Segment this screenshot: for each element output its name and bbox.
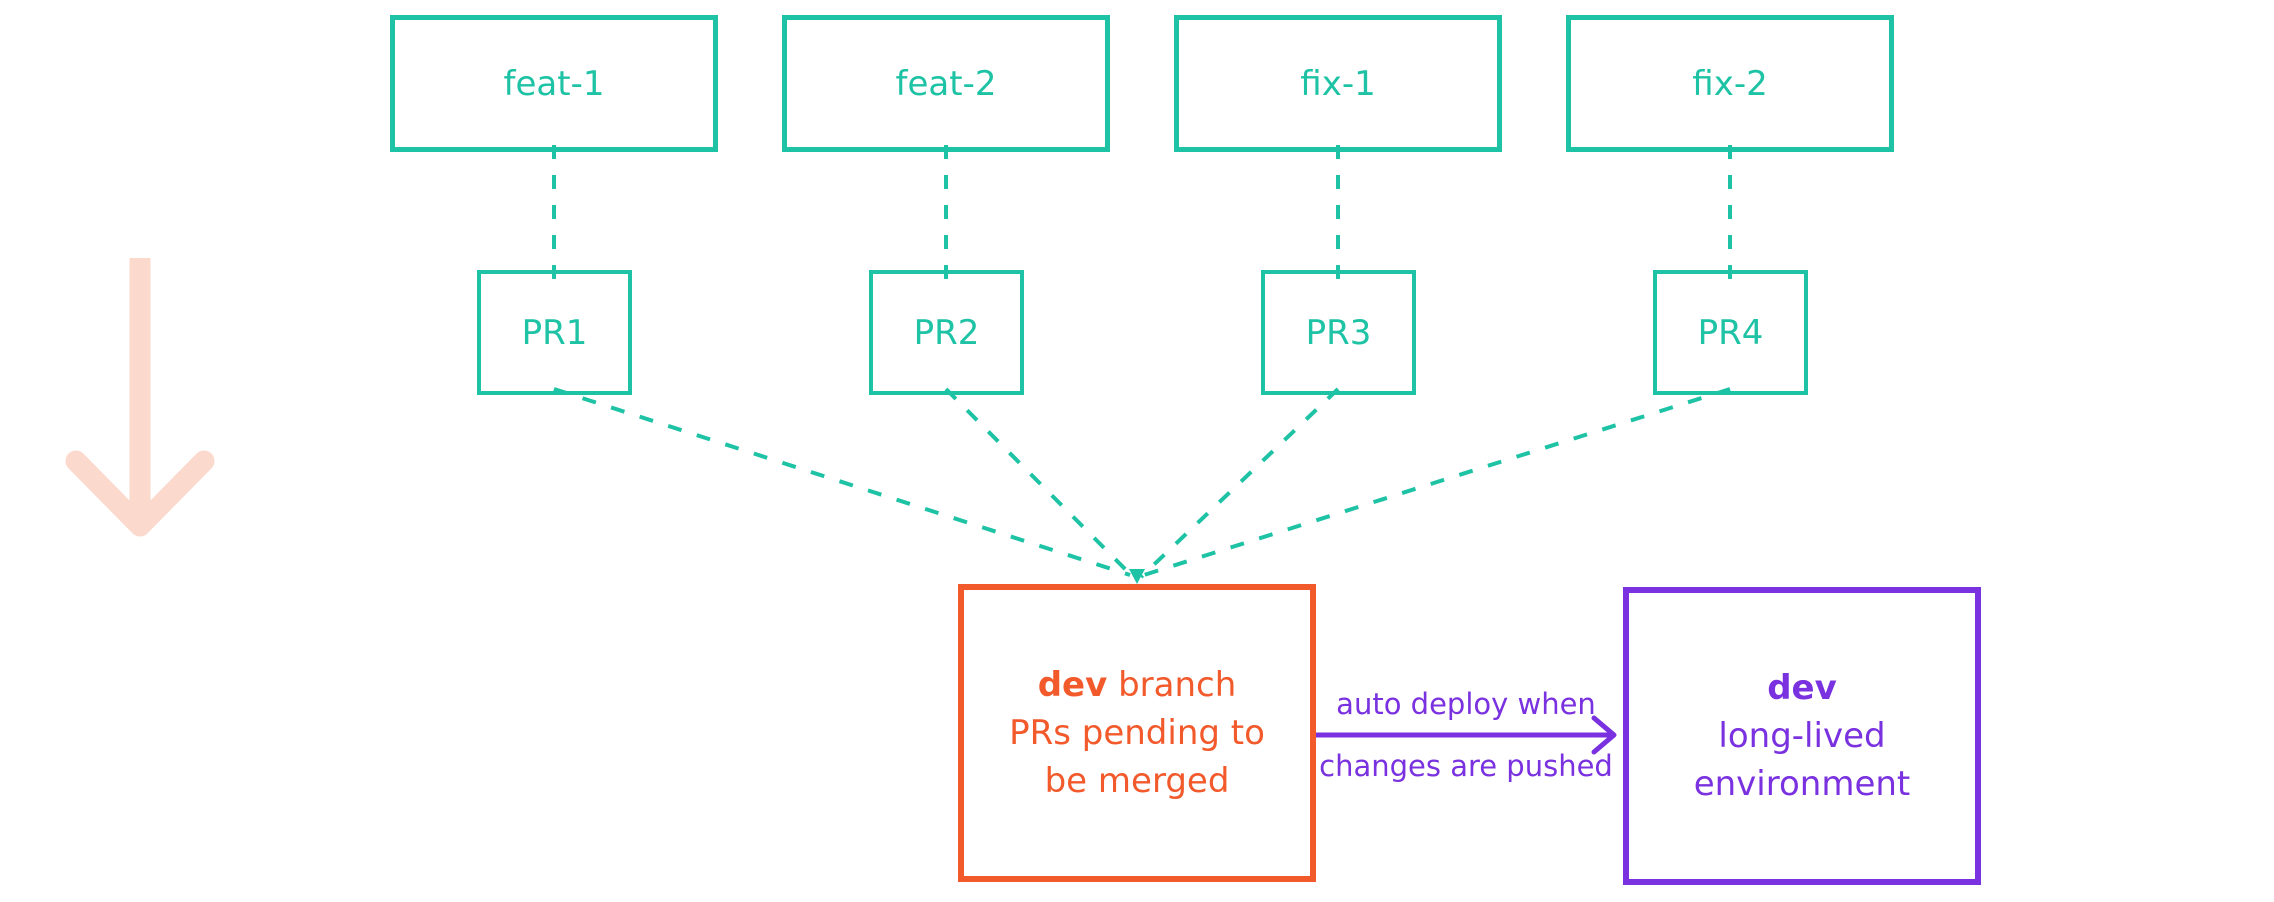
- pr-label: PR4: [1697, 312, 1764, 353]
- pink-flow-down-arrow-icon: [65, 258, 215, 537]
- dashed-connector-pr1-dev: [553, 387, 1131, 577]
- pr-label: PR3: [1305, 312, 1372, 353]
- dev-env-subtitle-line2: environment: [1693, 764, 1911, 804]
- branch-label: fix-2: [1692, 63, 1768, 104]
- dashed-connector-pr3-dev: [1139, 387, 1340, 579]
- pr-merge-connectors: [553, 387, 1731, 584]
- branch-to-pr-connectors: [552, 145, 1732, 279]
- pr-box-1: PR1: [477, 270, 632, 395]
- branch-box-fix-2: fix-2: [1566, 15, 1894, 152]
- pr-box-2: PR2: [869, 270, 1024, 395]
- deploy-arrow-label-line2: changes are pushed: [1319, 749, 1613, 783]
- branch-label: feat-2: [895, 63, 997, 104]
- dashed-connector-pr2-dev: [944, 387, 1135, 579]
- deploy-arrow-label-line1: auto deploy when: [1336, 687, 1596, 721]
- pr-label: PR1: [521, 312, 588, 353]
- dev-branch-subtitle-line1: PRs pending to: [1009, 713, 1265, 753]
- branch-box-feat-1: feat-1: [390, 15, 718, 152]
- dev-branch-title-rest: branch: [1107, 665, 1237, 705]
- deploy-arrowhead-icon: [1591, 715, 1617, 755]
- pr-box-4: PR4: [1653, 270, 1808, 395]
- dev-env-title: dev: [1767, 668, 1837, 708]
- dev-environment-box: dev long-lived environment: [1623, 587, 1981, 885]
- dashed-connector-pr4-dev: [1143, 387, 1731, 577]
- dev-branch-title: dev branch: [1038, 661, 1237, 709]
- branch-label: feat-1: [503, 63, 605, 104]
- deploy-arrow: [1316, 715, 1617, 755]
- pr-box-3: PR3: [1261, 270, 1416, 395]
- branch-label: fix-1: [1300, 63, 1376, 104]
- dev-branch-subtitle-line2: be merged: [1044, 761, 1230, 801]
- down-arrow-head: [65, 450, 215, 537]
- merge-arrowhead-icon: [1129, 569, 1145, 584]
- branch-box-feat-2: feat-2: [782, 15, 1110, 152]
- dev-env-subtitle-line1: long-lived: [1718, 716, 1886, 756]
- branch-box-fix-1: fix-1: [1174, 15, 1502, 152]
- dev-branch-box: dev branch PRs pending to be merged: [958, 584, 1316, 882]
- pr-label: PR2: [913, 312, 980, 353]
- dev-branch-title-bold: dev: [1037, 665, 1108, 705]
